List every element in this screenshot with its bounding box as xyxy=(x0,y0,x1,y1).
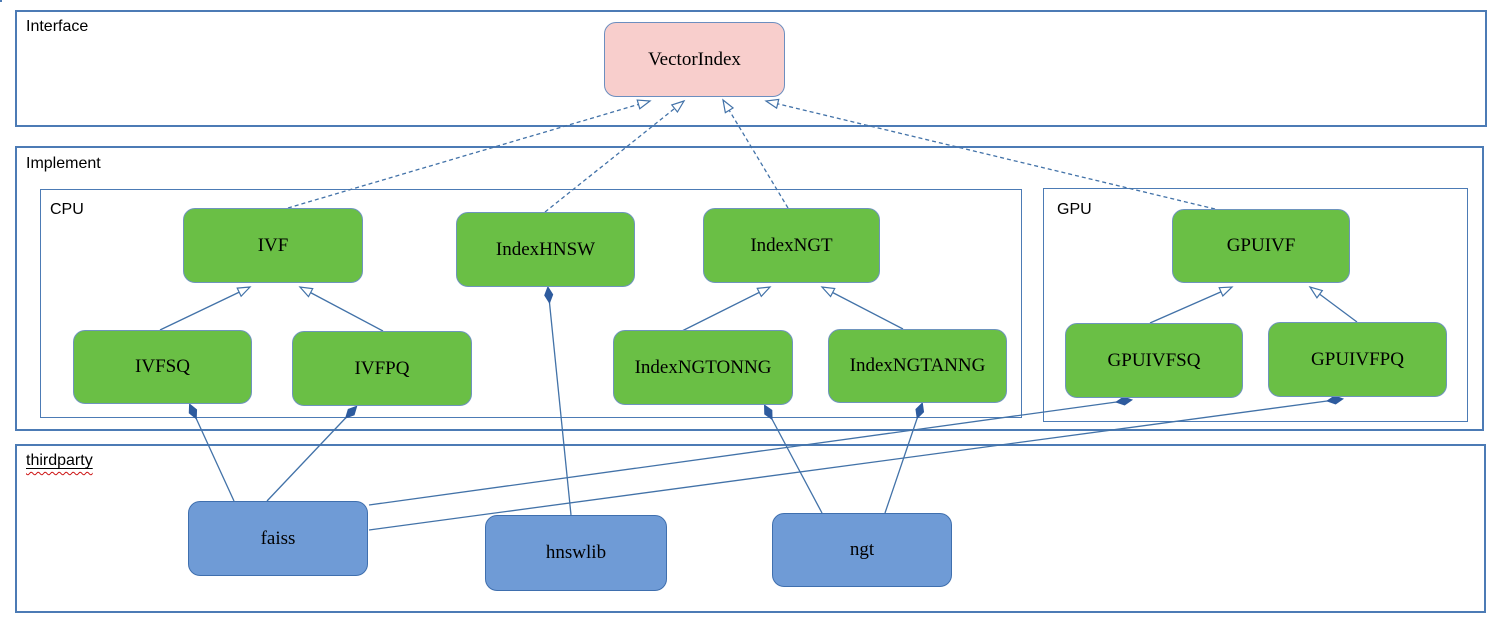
node-ivfpq: IVFPQ xyxy=(292,331,472,406)
node-gpuivfpq-label: GPUIVFPQ xyxy=(1311,348,1404,370)
node-ivfsq-label: IVFSQ xyxy=(135,356,190,377)
node-indexhnsw-label: IndexHNSW xyxy=(495,238,596,260)
node-gpuivfsq-label: GPUIVFSQ xyxy=(1107,349,1201,371)
node-faiss: faiss xyxy=(188,501,368,576)
node-ngt: ngt xyxy=(772,513,952,587)
node-indexhnsw: IndexHNSW xyxy=(456,212,635,287)
thirdparty-group-label: thirdparty xyxy=(26,452,93,470)
node-ivf-label: IVF xyxy=(257,234,289,256)
node-faiss-label: faiss xyxy=(260,527,296,549)
node-hnswlib: hnswlib xyxy=(485,515,667,591)
node-indexngtanng-label: IndexNGTANNG xyxy=(849,355,986,376)
cpu-group-label: CPU xyxy=(50,201,84,218)
node-indexngtonng-label: IndexNGTONNG xyxy=(634,356,772,378)
node-vectorindex: VectorIndex xyxy=(604,22,785,97)
node-vectorindex-label: VectorIndex xyxy=(648,48,741,70)
thirdparty-group-label-text: thirdparty xyxy=(26,452,93,469)
node-indexngt: IndexNGT xyxy=(703,208,880,283)
implement-group-label: Implement xyxy=(26,155,101,172)
node-gpuivfsq: GPUIVFSQ xyxy=(1065,323,1243,398)
node-ivfsq: IVFSQ xyxy=(73,330,252,404)
node-ivfpq-label: IVFPQ xyxy=(354,357,410,379)
node-ngt-label: ngt xyxy=(849,539,875,560)
node-ivf: IVF xyxy=(183,208,363,283)
node-hnswlib-label: hnswlib xyxy=(545,542,607,563)
node-gpuivfpq: GPUIVFPQ xyxy=(1268,322,1447,397)
node-gpuivf: GPUIVF xyxy=(1172,209,1350,283)
cpu-group-box xyxy=(0,0,2,2)
node-indexngt-label: IndexNGT xyxy=(750,234,833,256)
gpu-group-label: GPU xyxy=(1057,201,1092,218)
interface-group-label: Interface xyxy=(26,18,89,35)
node-gpuivf-label: GPUIVF xyxy=(1226,235,1296,256)
node-indexngtanng: IndexNGTANNG xyxy=(828,329,1007,403)
node-indexngtonng: IndexNGTONNG xyxy=(613,330,793,405)
